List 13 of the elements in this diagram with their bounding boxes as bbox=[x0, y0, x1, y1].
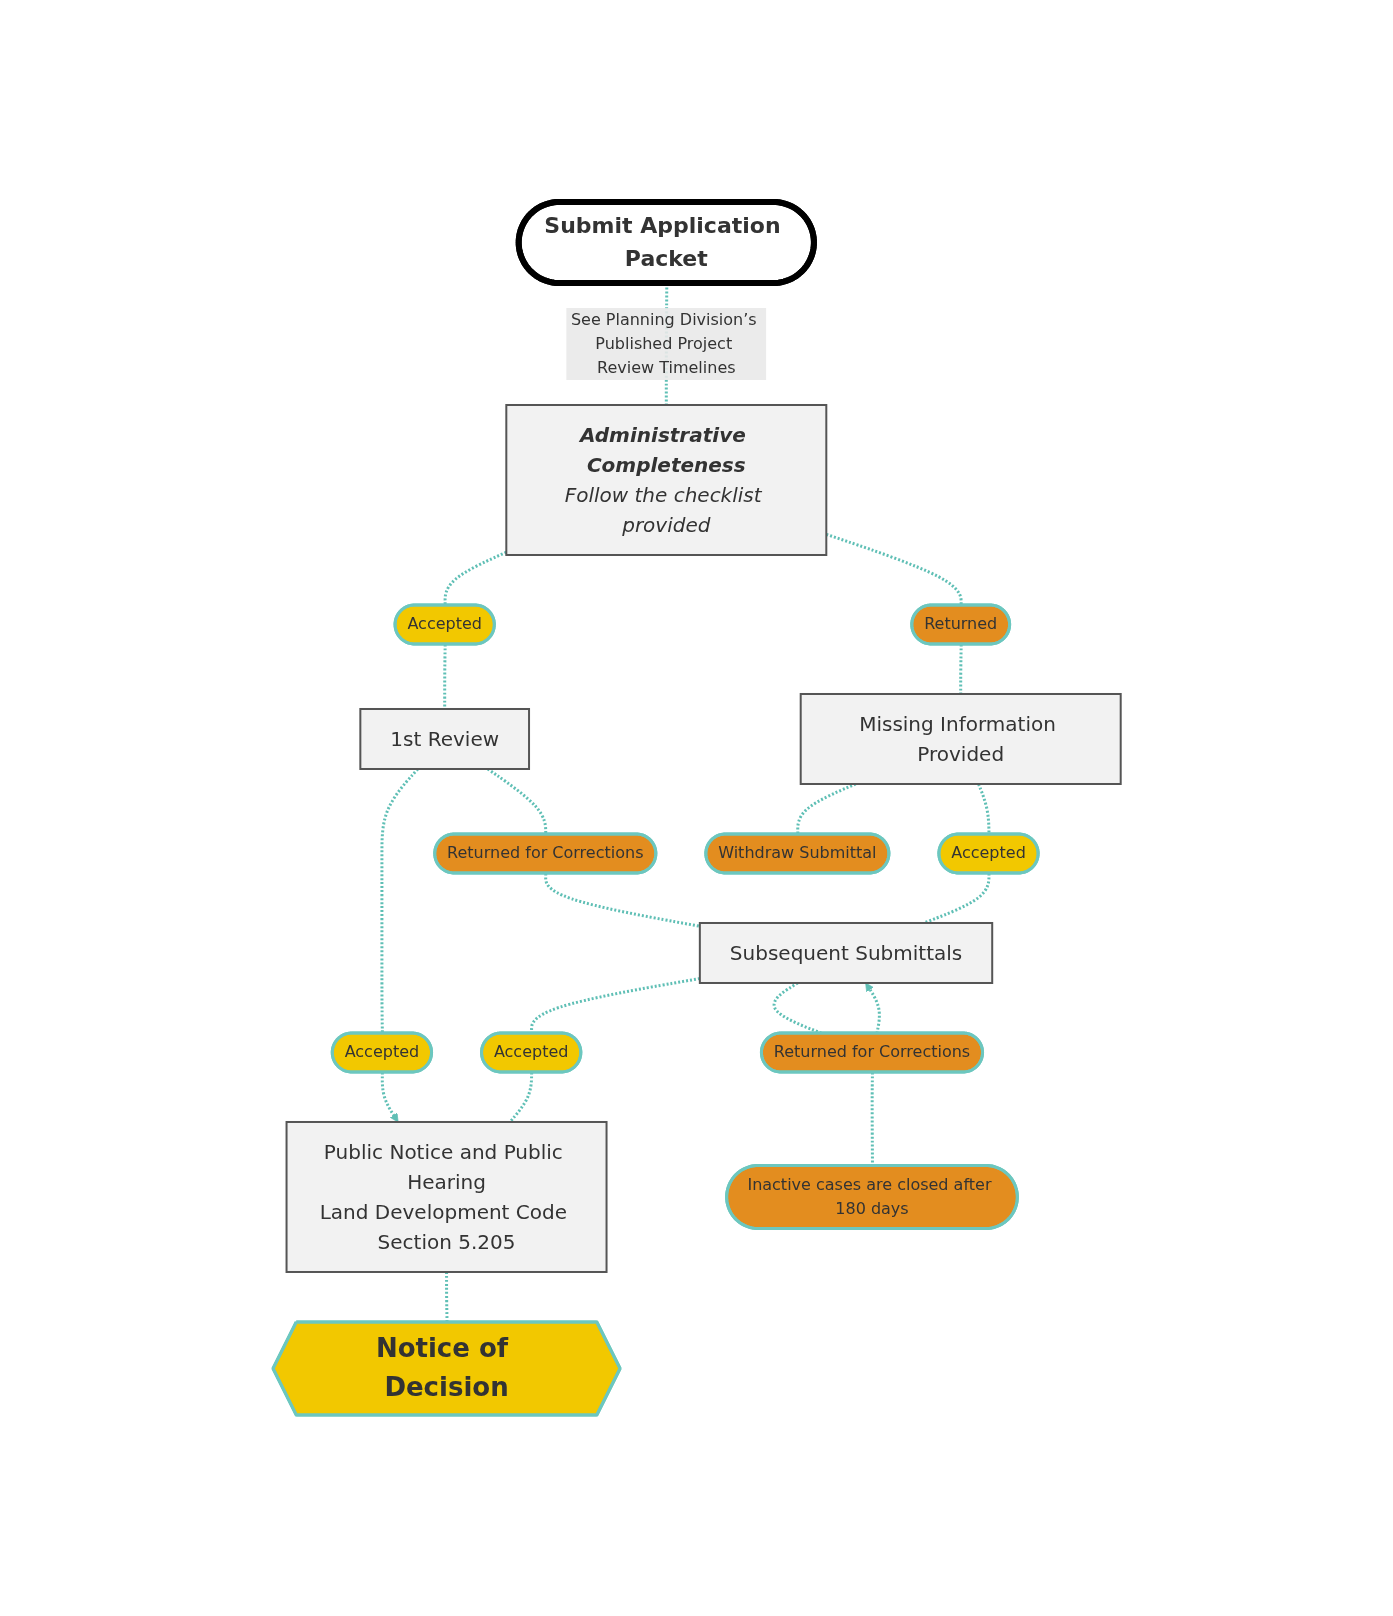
node-box: Subsequent Submittals bbox=[698, 921, 993, 984]
connector bbox=[543, 872, 700, 928]
node-box: Missing Information Provided bbox=[799, 692, 1122, 785]
arrow bbox=[380, 1071, 399, 1122]
connector bbox=[958, 643, 963, 694]
connector bbox=[922, 872, 991, 924]
connector bbox=[529, 976, 700, 1033]
connector bbox=[442, 643, 447, 709]
node-box: 1st Review bbox=[359, 707, 530, 770]
node-box: Public Notice and Public Hearing Land Development Code Section 5.205 bbox=[285, 1120, 608, 1273]
connector bbox=[508, 1071, 533, 1123]
edge-label: See Planning Division’s Published Project Review Timelines bbox=[570, 309, 757, 377]
node-box: Administrative Completeness Follow the checklist provided bbox=[504, 403, 827, 556]
